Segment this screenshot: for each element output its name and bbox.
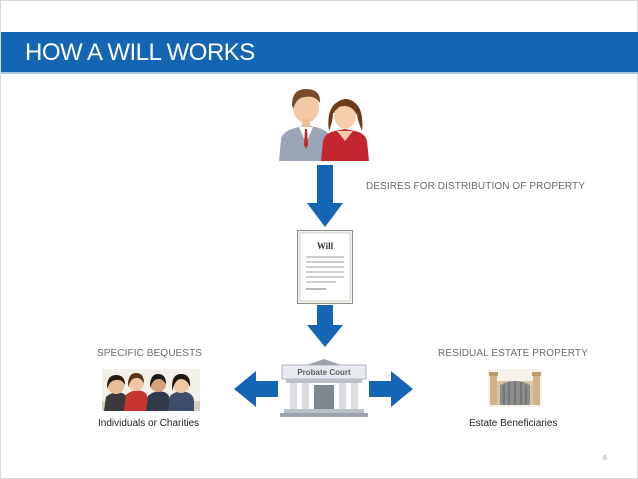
court-sign: Probate Court	[297, 368, 351, 377]
desires-label: DESIRES FOR DISTRIBUTION OF PROPERTY	[366, 181, 585, 192]
title-divider	[1, 72, 638, 74]
couple-icon	[279, 89, 369, 161]
arrow-down-icon	[307, 165, 343, 227]
arrow-right-icon	[369, 371, 413, 407]
specific-bequests-label: SPECIFIC BEQUESTS	[97, 348, 203, 359]
estate-gate-icon	[488, 369, 542, 407]
individuals-caption: Individuals or Charities	[98, 418, 200, 429]
arrow-down-icon	[307, 305, 343, 347]
will-document-icon: Will	[297, 230, 353, 304]
beneficiaries-caption: Estate Beneficiaries	[469, 418, 558, 429]
group-of-people-icon	[102, 369, 200, 411]
arrow-left-icon	[234, 371, 278, 407]
slide-title: HOW A WILL WORKS	[25, 39, 255, 66]
probate-court-icon: Probate Court	[280, 359, 368, 417]
page-number: 6	[603, 455, 607, 462]
title-bar: HOW A WILL WORKS	[1, 32, 638, 72]
will-heading: Will	[317, 241, 334, 251]
residual-estate-label: RESIDUAL ESTATE PROPERTY	[438, 348, 588, 359]
